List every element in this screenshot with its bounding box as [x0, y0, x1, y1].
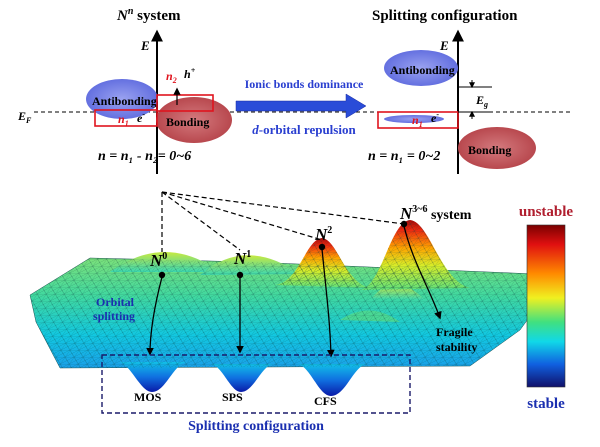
right-n1-box — [377, 111, 459, 129]
right-formula: n = n₁ = 0~2 — [368, 149, 440, 164]
transition-arrow: Ionic bonds dominance d-orbital repulsio… — [235, 77, 367, 137]
hole-label: h+ — [184, 66, 196, 81]
fragile-stability-line1: Fragile — [436, 325, 473, 339]
colorbar-bottom-label: stable — [527, 396, 565, 412]
left-antibonding-band — [86, 79, 158, 119]
orbital-splitting-line1: Orbital — [96, 295, 135, 309]
well-cfs — [296, 364, 368, 396]
fragile-stability-line2: stability — [436, 340, 477, 354]
arrow-n3-6-fragile — [403, 225, 442, 320]
connector-n1 — [161, 191, 241, 251]
big-blue-arrow — [235, 93, 367, 119]
peak-n2-mesh — [275, 238, 370, 288]
left-electron-label: e- — [137, 110, 145, 125]
dot-n0 — [158, 271, 166, 279]
n2-label: n2 — [166, 69, 177, 85]
splitting-configuration-label: Splitting configuration — [188, 419, 324, 434]
dot-n1 — [236, 271, 244, 279]
arrow-n0-to-mos — [146, 276, 163, 356]
left-antibonding-label: Antibonding — [92, 94, 157, 108]
colorbar-gradient — [526, 224, 566, 388]
right-antibonding-band — [384, 50, 458, 86]
right-band-diagram: Splitting configuration E Antibonding n1… — [368, 8, 536, 174]
right-antibonding-label: Antibonding — [390, 63, 455, 77]
right-energy-label: E — [439, 38, 449, 53]
arrow-n2-to-cfs — [321, 248, 335, 358]
well-label-mos: MOS — [134, 390, 162, 404]
splitting-configuration-box — [101, 354, 411, 414]
left-band-diagram: Nn system E EF Antibonding Bonding n2 h+… — [17, 6, 570, 174]
label-n2: N2 — [314, 225, 332, 244]
label-n1: N1 — [233, 249, 251, 268]
left-n1-box — [94, 109, 158, 127]
colorbar: unstable stable — [519, 204, 574, 412]
right-bonding-label: Bonding — [468, 143, 511, 157]
left-n2-box — [156, 94, 214, 112]
well-mos — [118, 362, 188, 392]
arrow-label-bottom: d-orbital repulsion — [252, 122, 356, 137]
peak-n3-6-mesh — [360, 220, 470, 290]
left-bonding-label: Bonding — [166, 115, 209, 129]
orbital-splitting-line2: splitting — [93, 309, 135, 323]
connector-n3-6 — [161, 191, 405, 225]
right-title: Splitting configuration — [372, 8, 518, 24]
well-label-cfs: CFS — [314, 394, 337, 408]
energy-landscape — [29, 220, 561, 396]
peak-markers: N0 N1 N2 N3~6 system — [146, 204, 472, 358]
colorbar-top-label: unstable — [519, 204, 574, 220]
connector-n2 — [161, 191, 323, 241]
gap-label: Eg — [475, 93, 488, 109]
left-energy-label: E — [140, 38, 150, 53]
right-occupied-band — [384, 115, 444, 123]
left-formula: n = n₁ - n₂= 0~6 — [98, 149, 191, 164]
fermi-level-label: EF — [17, 109, 32, 125]
label-n0: N0 — [149, 251, 167, 270]
right-n1-label: n1 — [412, 113, 423, 129]
left-n1-label: n1 — [118, 112, 129, 128]
right-bonding-band — [458, 127, 536, 169]
dot-n2 — [318, 243, 326, 251]
label-n3-6: N3~6 system — [399, 204, 472, 223]
right-electron-label: e- — [431, 110, 439, 125]
connector-lines — [161, 191, 405, 252]
well-label-sps: SPS — [222, 390, 243, 404]
left-title: Nn system — [116, 6, 181, 24]
well-sps — [210, 364, 274, 392]
arrow-label-top: Ionic bonds dominance — [245, 77, 364, 91]
dot-n3-6 — [400, 220, 408, 228]
